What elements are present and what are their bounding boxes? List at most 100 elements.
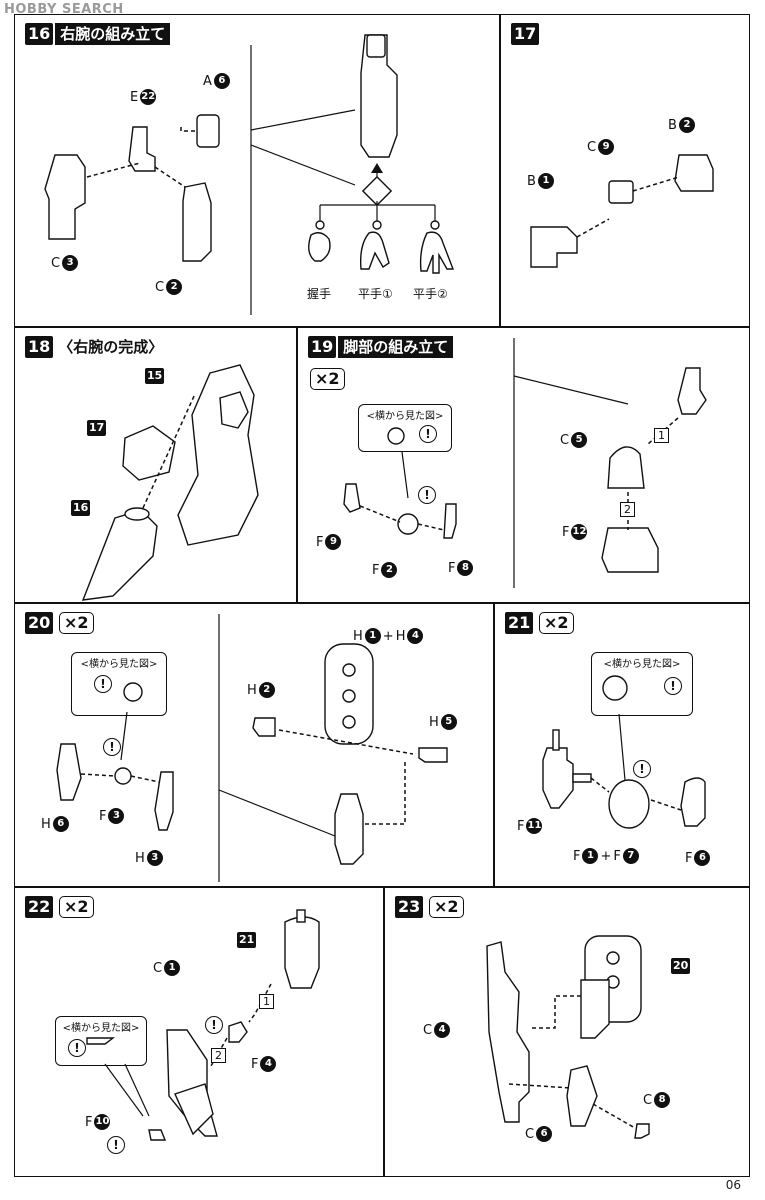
step-number: 17 (511, 23, 540, 45)
step-number: 18 (25, 336, 54, 358)
part-letter: H (353, 628, 363, 644)
step-order: 1 (259, 994, 274, 1009)
step-16-diagram (44, 34, 455, 315)
assembly-step-1: 1 (259, 994, 274, 1009)
part-number: 2 (166, 279, 183, 295)
part-number: 4 (434, 1022, 451, 1038)
part-letter: C (525, 1126, 535, 1142)
step-order: 2 (211, 1048, 226, 1063)
quantity-badge: ×2 (429, 896, 464, 918)
step-18-header: 18 〈右腕の完成〉 (25, 336, 166, 358)
part-letter: C (155, 279, 165, 295)
part-number: 10 (94, 1114, 111, 1130)
step-ref: 15 (145, 368, 165, 384)
part-number: 1 (164, 960, 181, 976)
part-number: 6 (213, 73, 230, 89)
step-22-header: 22 (25, 896, 54, 918)
hand-open2-label: 平手② (413, 287, 448, 301)
part-number: 7 (622, 848, 639, 864)
quantity-badge: ×2 (539, 612, 574, 634)
step-21-diagram (542, 675, 706, 829)
step-20-header: 20 (25, 612, 54, 634)
caution-icon: ! (419, 425, 437, 443)
part-number: 2 (678, 117, 695, 133)
step-18-diagram (81, 364, 259, 601)
assembly-step-1: 1 (654, 428, 669, 443)
part-number: 1 (537, 173, 554, 189)
plus-sign: + (382, 628, 394, 644)
part-letter: A (203, 73, 212, 89)
side-view-caption: <横から見た図> (603, 659, 681, 670)
caution-icon: ! (107, 1136, 125, 1154)
part-number: 6 (694, 850, 711, 866)
part-letter: F (372, 562, 380, 578)
part-letter: C (51, 255, 61, 271)
part-letter: C (560, 432, 570, 448)
ref-step-17: 17 (87, 420, 107, 436)
part-letter: H (247, 682, 257, 698)
part-letter: C (587, 139, 597, 155)
assembly-step-2: 2 (620, 502, 635, 517)
side-view-callout: <横から見た図> ! (358, 404, 452, 452)
part-letter: F (613, 848, 621, 864)
hand-open1-label: 平手① (358, 287, 393, 301)
ref-step-21: 21 (237, 932, 257, 948)
part-number: 6 (536, 1126, 553, 1142)
step-title: 右腕の組み立て (55, 23, 171, 45)
step-order: 1 (654, 428, 669, 443)
side-view-caption: <横から見た図> (366, 411, 444, 422)
step-20-diagram (56, 614, 448, 882)
step-number: 19 (308, 336, 337, 358)
quantity-badge: ×2 (59, 612, 94, 634)
step-22-diagram (86, 909, 320, 1141)
assembly-step-2: 2 (211, 1048, 226, 1063)
part-number: 3 (62, 255, 79, 271)
part-letter: F (685, 850, 693, 866)
part-number: 3 (146, 850, 163, 866)
step-ref: 20 (671, 958, 691, 974)
part-letter: C (643, 1092, 653, 1108)
step-19-header: 19 脚部の組み立て (308, 336, 454, 358)
part-number: 12 (571, 524, 588, 540)
hand-fist-label: 握手 (307, 287, 332, 301)
part-letter: F (517, 818, 525, 834)
part-number: 4 (260, 1056, 277, 1072)
part-letter: B (527, 173, 536, 189)
part-number: 6 (52, 816, 69, 832)
part-number: 2 (258, 682, 275, 698)
part-letter: C (153, 960, 163, 976)
caution-icon: ! (664, 677, 682, 695)
ref-step-16: 16 (71, 500, 91, 516)
part-letter: F (99, 808, 107, 824)
step-number: 23 (395, 896, 424, 918)
quantity-badge: ×2 (310, 368, 345, 390)
part-number: 5 (440, 714, 457, 730)
part-letter: F (562, 524, 570, 540)
part-letter: C (423, 1022, 433, 1038)
quantity-badge: ×2 (59, 896, 94, 918)
page-number: 06 (725, 1178, 741, 1192)
part-number: 4 (407, 628, 424, 644)
part-number: 8 (654, 1092, 671, 1108)
